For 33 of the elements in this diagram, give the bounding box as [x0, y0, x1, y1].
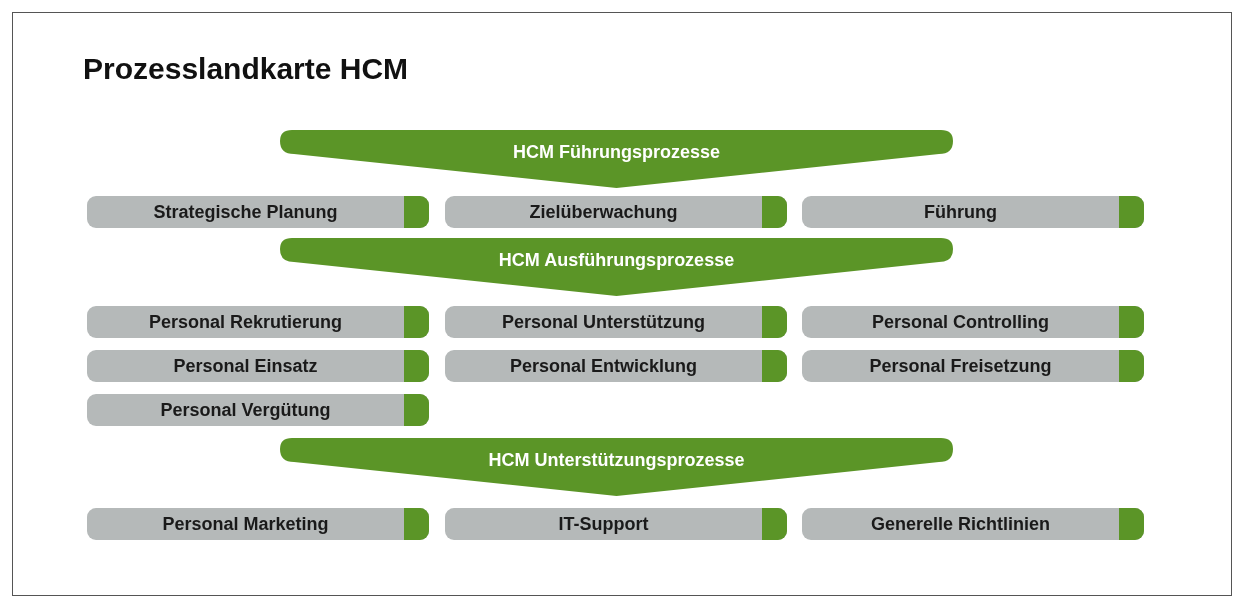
process-label: Personal Unterstützung: [501, 312, 706, 333]
process-bar: [87, 394, 429, 426]
process-label: Personal Einsatz: [172, 356, 319, 377]
process-label: Generelle Richtlinien: [869, 514, 1052, 535]
process-bar: [802, 196, 1144, 228]
process-bar: [802, 306, 1144, 338]
process-bar: [802, 508, 1144, 540]
chevron-banner: [280, 238, 953, 296]
process-label: Strategische Planung: [152, 202, 339, 223]
process-bar: [87, 508, 429, 540]
process-bar: [445, 196, 787, 228]
process-bar: [87, 196, 429, 228]
process-bar: [802, 350, 1144, 382]
process-label: Personal Entwicklung: [508, 356, 698, 377]
process-label: Personal Controlling: [871, 312, 1050, 333]
process-bar: [445, 350, 787, 382]
process-label: HCM Führungsprozesse: [512, 142, 721, 163]
process-label: IT-Support: [557, 514, 650, 535]
process-label: Zielüberwachung: [528, 202, 679, 223]
diagram-title: Prozesslandkarte HCM: [83, 52, 409, 86]
chevron-banner: [280, 130, 953, 188]
process-bar: [445, 306, 787, 338]
process-label: Führung: [923, 202, 998, 223]
chevron-banner: [280, 438, 953, 496]
process-bar: [87, 350, 429, 382]
process-label: HCM Ausführungsprozesse: [497, 250, 736, 271]
process-label: Personal Freisetzung: [868, 356, 1053, 377]
process-label: Personal Rekrutierung: [147, 312, 344, 333]
process-bar: [87, 306, 429, 338]
process-label: HCM Unterstützungsprozesse: [487, 450, 746, 471]
process-label: Personal Marketing: [161, 514, 330, 535]
process-label: Personal Vergütung: [159, 400, 332, 421]
process-bar: [445, 508, 787, 540]
